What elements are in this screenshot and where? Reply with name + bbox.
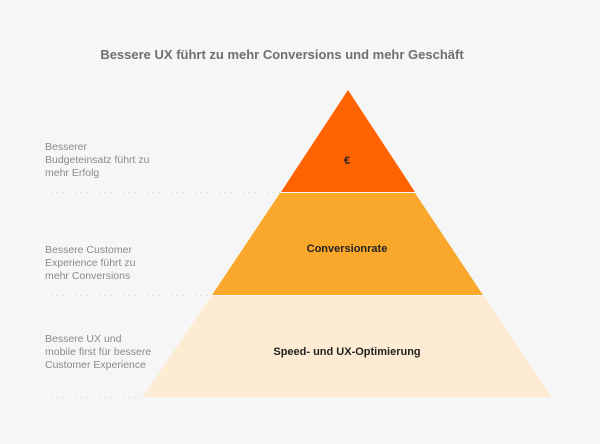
diagram-title: Bessere UX führt zu mehr Conversions und… [100,47,464,62]
level-description-bottom: Bessere UX und mobile first für bessere … [45,333,152,371]
pyramid-middle-level [212,193,483,295]
level-description-top: Besserer Budgeteinsatz führt zu mehr Erf… [45,141,150,179]
level-label-middle: Conversionrate [306,243,388,255]
pyramid-bottom-level [143,296,552,397]
level-label-top: € [343,155,351,167]
level-label-bottom: Speed- und UX-Optimierung [273,346,421,358]
level-description-middle: Bessere Customer Experience führt zu meh… [45,244,136,282]
pyramid-top-level [281,90,415,192]
